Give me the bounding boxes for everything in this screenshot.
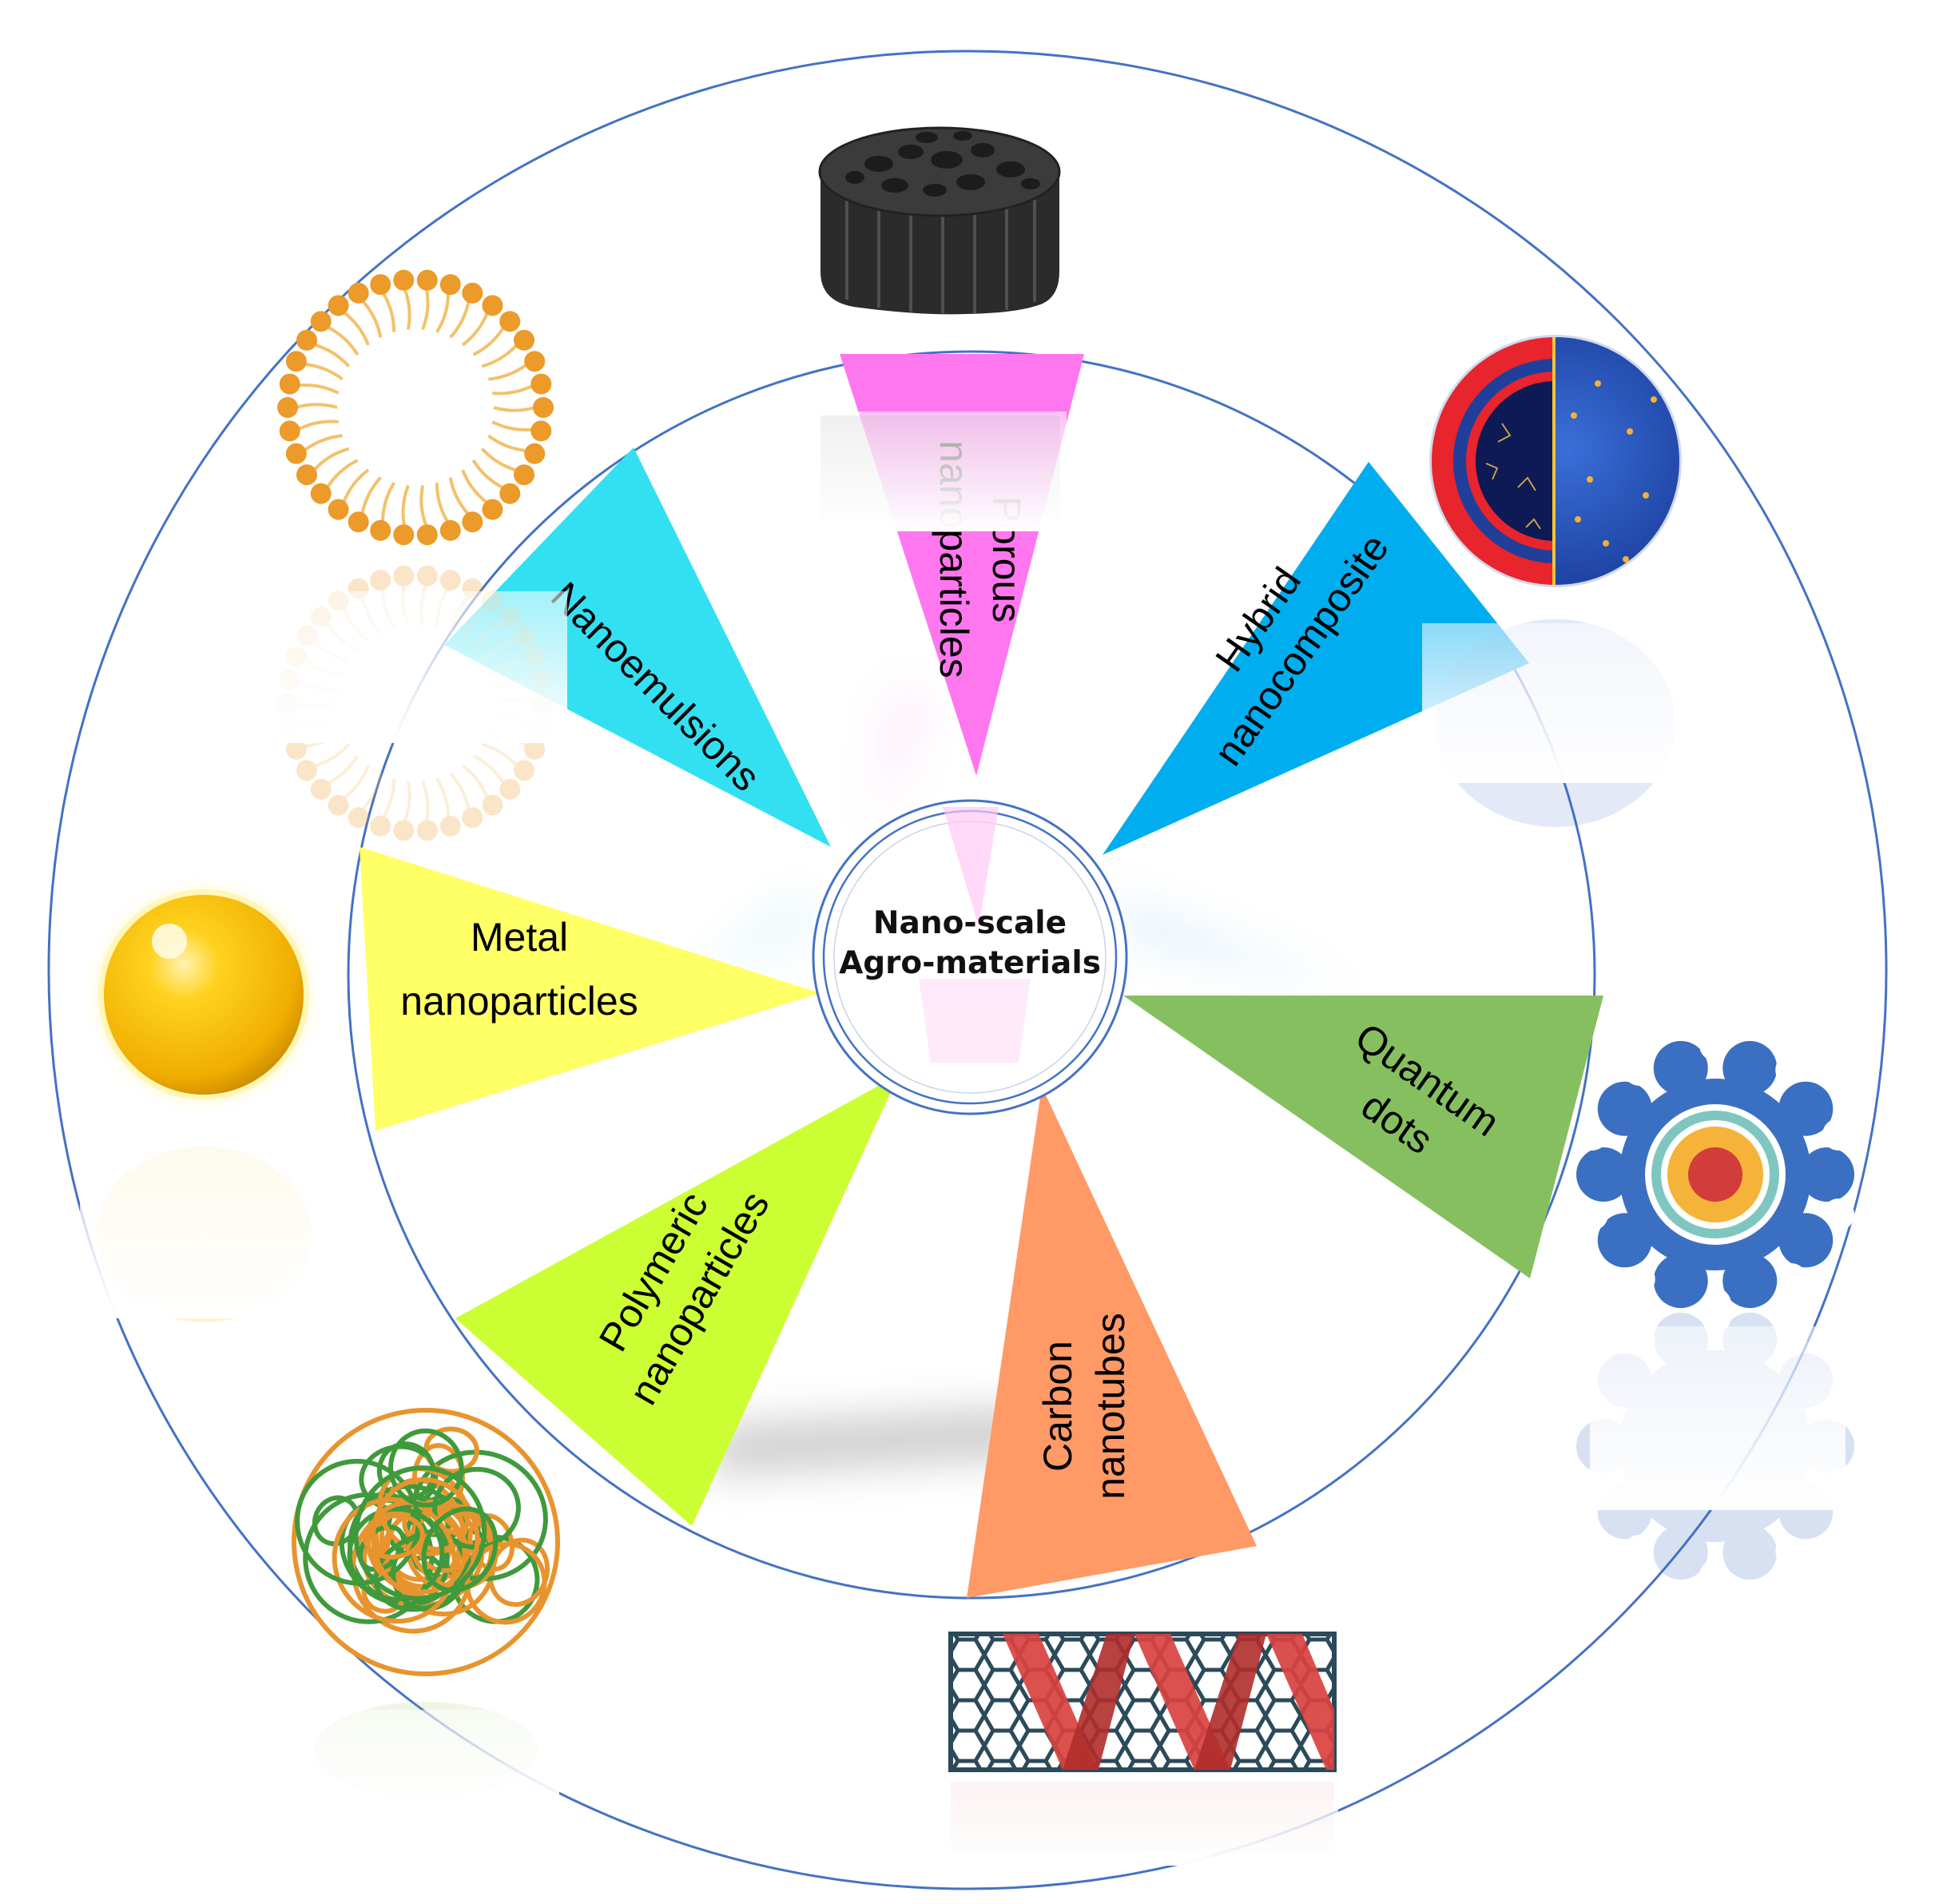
hybrid-nanosphere-icon: [1422, 335, 1694, 827]
label-carbon: Carbon nanotubes: [1035, 1313, 1133, 1500]
wedge-quantum[interactable]: [1123, 996, 1603, 1278]
inner-ring: [347, 350, 1596, 1600]
outer-ring: [47, 50, 1888, 1890]
polymer-coil-icon: [292, 1408, 560, 1806]
quantum-dot-gear-icon: [1575, 1029, 1855, 1592]
center-title-line1: Nano-scale: [873, 905, 1067, 941]
center-hub: Nano-scale Agro-materials: [812, 799, 1128, 1115]
wedge-metal[interactable]: [360, 847, 820, 1131]
wedge-hybrid[interactable]: [1103, 462, 1529, 855]
wedge-nanoemulsions[interactable]: [444, 447, 831, 847]
svg-text:nanotubes: nanotubes: [1088, 1313, 1133, 1500]
svg-text:Carbon: Carbon: [1035, 1341, 1080, 1472]
gold-sphere-icon: [80, 875, 336, 1322]
label-metal: Metal nanoparticles: [400, 915, 638, 1024]
carbon-nanotube-icon: [947, 1632, 1338, 1866]
center-title-line2: Agro-materials: [839, 945, 1101, 981]
wedge-carbon[interactable]: [967, 1087, 1257, 1598]
svg-text:nanoparticles: nanoparticles: [400, 979, 638, 1024]
wedge-polymeric[interactable]: [455, 1075, 899, 1526]
segment-wedges: [360, 354, 1603, 1598]
micelle-icon: [264, 269, 567, 841]
porous-carbon-icon: [815, 126, 1067, 531]
svg-text:Metal: Metal: [471, 915, 568, 960]
